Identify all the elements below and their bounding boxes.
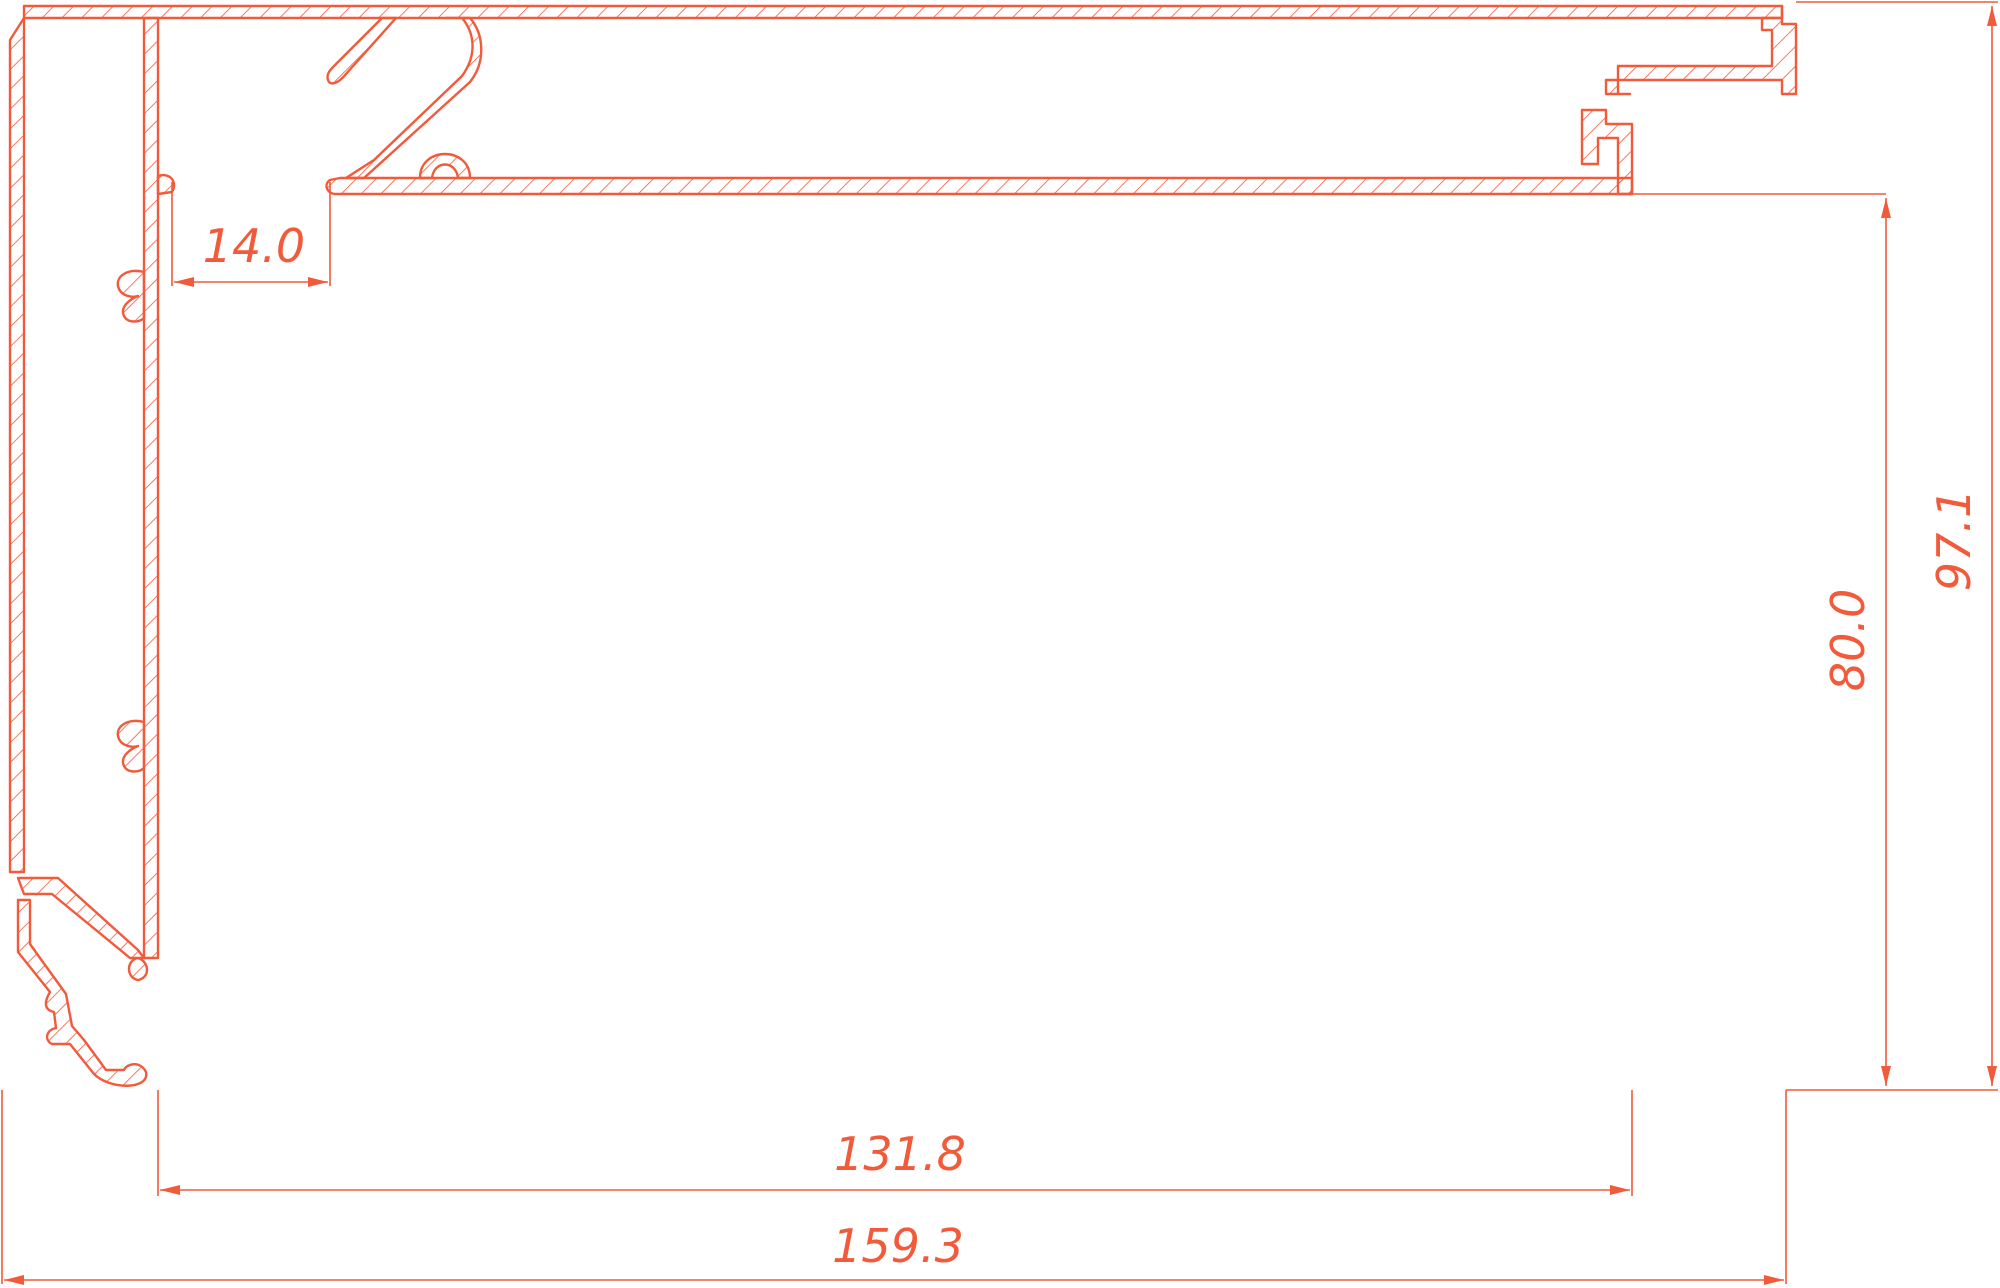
dimension-labels: 14.0 80.0 97.1 131.8 159.3 — [203, 219, 1981, 1273]
bottom-lip — [16, 876, 146, 960]
lower-flange — [325, 176, 1634, 196]
clip-lower — [116, 719, 146, 773]
bottom-hook — [16, 898, 148, 1087]
dim-label-overall-width: 159.3 — [832, 1219, 964, 1273]
dim-label-slot-width: 14.0 — [203, 219, 305, 273]
dimension-lines — [4, 6, 1997, 1285]
bottom-foot — [127, 956, 149, 982]
top-diagonal-clip — [326, 16, 398, 85]
aluminium-profile-section — [8, 4, 1798, 1087]
dim-label-inner-width: 131.8 — [834, 1127, 966, 1181]
flange-bead — [418, 152, 472, 180]
right-step-upper — [1604, 4, 1798, 96]
dim-label-inner-height: 80.0 — [1821, 589, 1875, 691]
left-outer-wall — [8, 16, 26, 874]
clip-upper — [116, 269, 146, 323]
right-step-lower — [1580, 108, 1634, 196]
left-inner-wall — [142, 16, 160, 960]
dim-label-overall-height: 97.1 — [1927, 489, 1981, 591]
top-wall — [22, 4, 1784, 20]
